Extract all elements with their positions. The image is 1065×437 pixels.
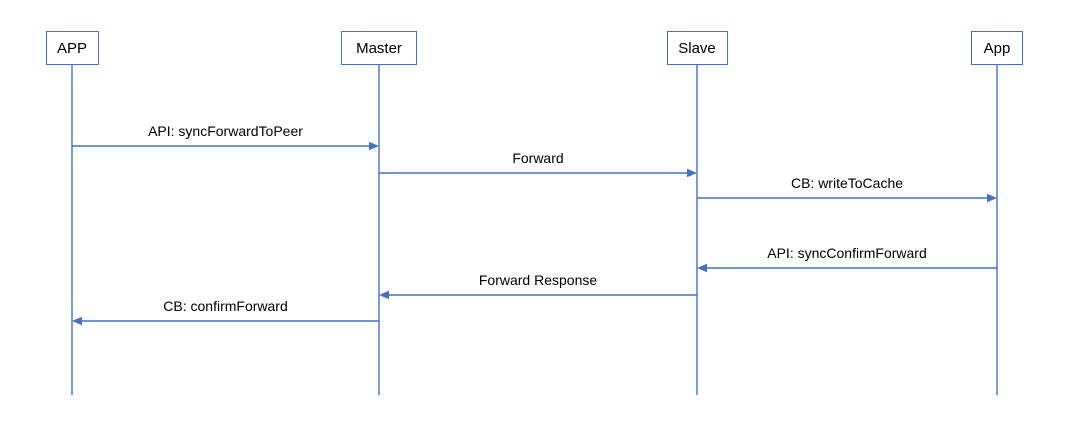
actor-label: Master	[356, 39, 402, 57]
actor-label: APP	[56, 39, 87, 57]
message-label: Forward Response	[478, 272, 598, 288]
arrowhead-icon	[379, 290, 389, 300]
message-label: API: syncForwardToPeer	[148, 123, 303, 139]
arrowhead-icon	[687, 168, 697, 178]
actor-box: APP	[45, 31, 99, 65]
message-label: CB: writeToCache	[790, 175, 904, 191]
actor-box: Slave	[666, 31, 728, 65]
message-label: Forward	[512, 150, 564, 166]
arrowhead-icon	[987, 193, 997, 203]
message-label: API: syncConfirmForward	[767, 245, 927, 261]
actor-label: Slave	[678, 39, 716, 57]
actor-box: Master	[341, 31, 417, 65]
arrowhead-icon	[697, 263, 707, 273]
arrowhead-icon	[369, 141, 379, 151]
actor-box: App	[971, 31, 1023, 65]
actor-label: App	[983, 39, 1011, 57]
arrowhead-icon	[72, 316, 82, 326]
message-label: CB: confirmForward	[163, 298, 288, 314]
